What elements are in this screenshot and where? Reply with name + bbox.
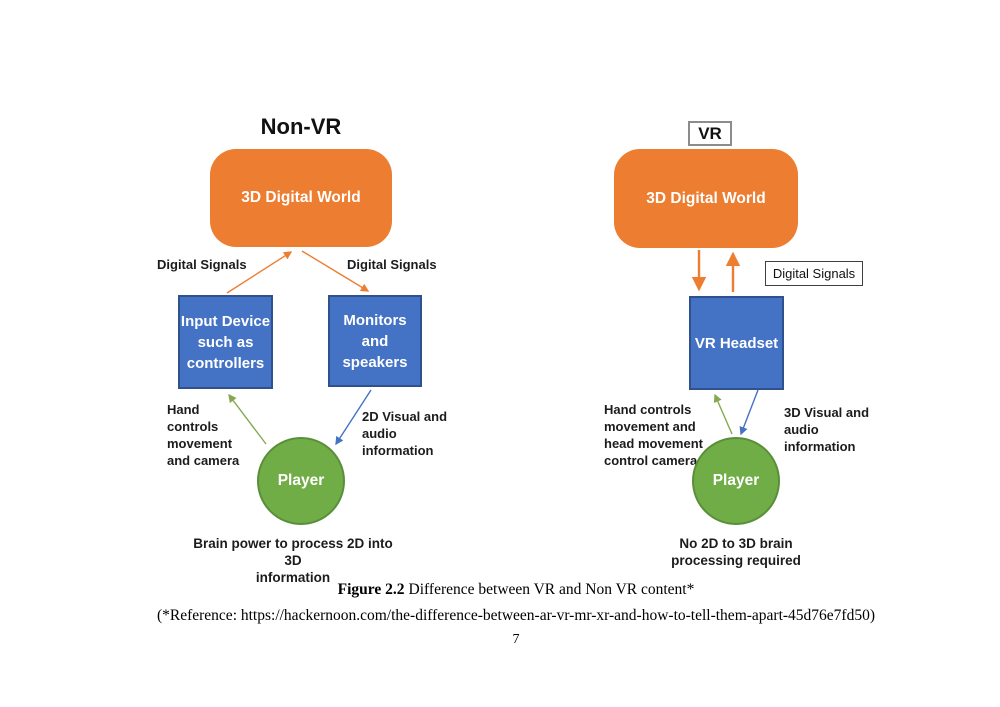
non-vr-3d-world-box: 3D Digital World: [210, 149, 392, 247]
non-vr-digital-signals-left-label: Digital Signals: [157, 257, 247, 272]
vr-hand-controls-note: Hand controls movement and head movement…: [604, 402, 703, 468]
vr-diagram-title-box: VR: [688, 121, 732, 146]
figure-caption-text: Difference between VR and Non VR content…: [408, 581, 695, 598]
non-vr-player-circle: Player: [257, 437, 345, 525]
vr-bottom-note: No 2D to 3D brain processing required: [671, 536, 801, 568]
non-vr-monitors-box: Monitors and speakers: [328, 295, 422, 387]
figure-caption-label: Figure 2.2: [337, 581, 405, 598]
non-vr-diagram-title: Non-VR: [260, 114, 342, 139]
non-vr-2d-visual-note: 2D Visual and audio information: [362, 409, 448, 458]
vr-arrow-headset-to-player: [739, 389, 759, 436]
vr-player-circle: Player: [692, 437, 780, 525]
vr-headset-box: VR Headset: [689, 296, 784, 390]
page-number: 7: [512, 632, 520, 647]
non-vr-input-device-box: Input Device such as controllers: [178, 295, 273, 389]
vr-digital-signals-box: Digital Signals: [765, 261, 863, 286]
non-vr-digital-signals-right-label: Digital Signals: [347, 257, 437, 272]
vr-arrow-player-to-headset: [713, 393, 733, 435]
reference-note: (*Reference: https://hackernoon.com/the-…: [156, 607, 876, 624]
non-vr-hand-controls-note: Hand controls movement and camera: [167, 402, 240, 468]
non-vr-bottom-note: Brain power to process 2D into 3D inform…: [193, 536, 393, 585]
vr-3d-world-box: 3D Digital World: [614, 149, 798, 248]
vr-3d-visual-note: 3D Visual and audio information: [784, 405, 870, 454]
